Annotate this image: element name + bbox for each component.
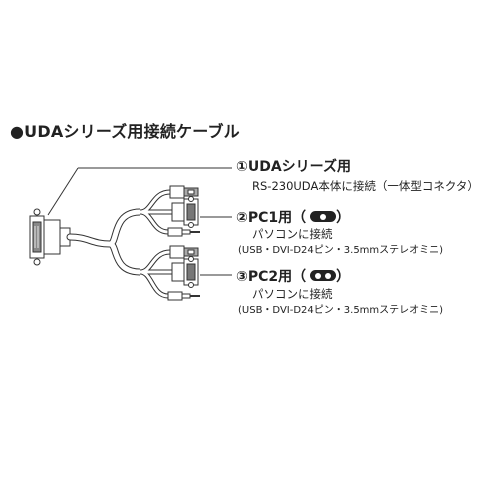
pc1-dvi-plug	[171, 196, 199, 228]
uda-connector	[29, 208, 71, 266]
pc2-dvi-plug	[171, 256, 199, 288]
branch-cables	[108, 208, 141, 276]
pc1-cable-group	[139, 189, 172, 235]
label-pc2-row: ③PC2用（）	[236, 269, 351, 285]
detail-pc2: (USB・DVI-D24ピン・3.5mmステレオミニ)	[238, 305, 444, 316]
pc2-cable-group	[139, 249, 172, 299]
desc-uda: RS-230UDA本体に接続（一体型コネクタ）	[252, 179, 479, 193]
diagram-title: ●UDAシリーズ用接続ケーブル	[10, 122, 240, 141]
label-pc2: ③PC2用	[236, 269, 293, 285]
main-cable	[66, 233, 114, 248]
pc2-usb-plug	[169, 245, 199, 259]
desc-pc2: パソコンに接続	[252, 287, 333, 301]
pc1-badge-icon	[310, 211, 337, 222]
pc2-audio-plug	[167, 291, 200, 301]
desc-pc1: パソコンに接続	[252, 227, 333, 241]
pc1-usb-plug	[169, 185, 199, 199]
pc2-badge-icon	[310, 270, 337, 281]
label-pc1-row: ②PC1用（）	[236, 210, 351, 226]
label-uda: ①UDAシリーズ用	[236, 159, 351, 175]
pc1-audio-plug	[167, 227, 200, 237]
label-pc1: ②PC1用	[236, 210, 293, 226]
leader-uda	[47, 167, 79, 216]
detail-pc1: (USB・DVI-D24ピン・3.5mmステレオミニ)	[238, 245, 444, 256]
